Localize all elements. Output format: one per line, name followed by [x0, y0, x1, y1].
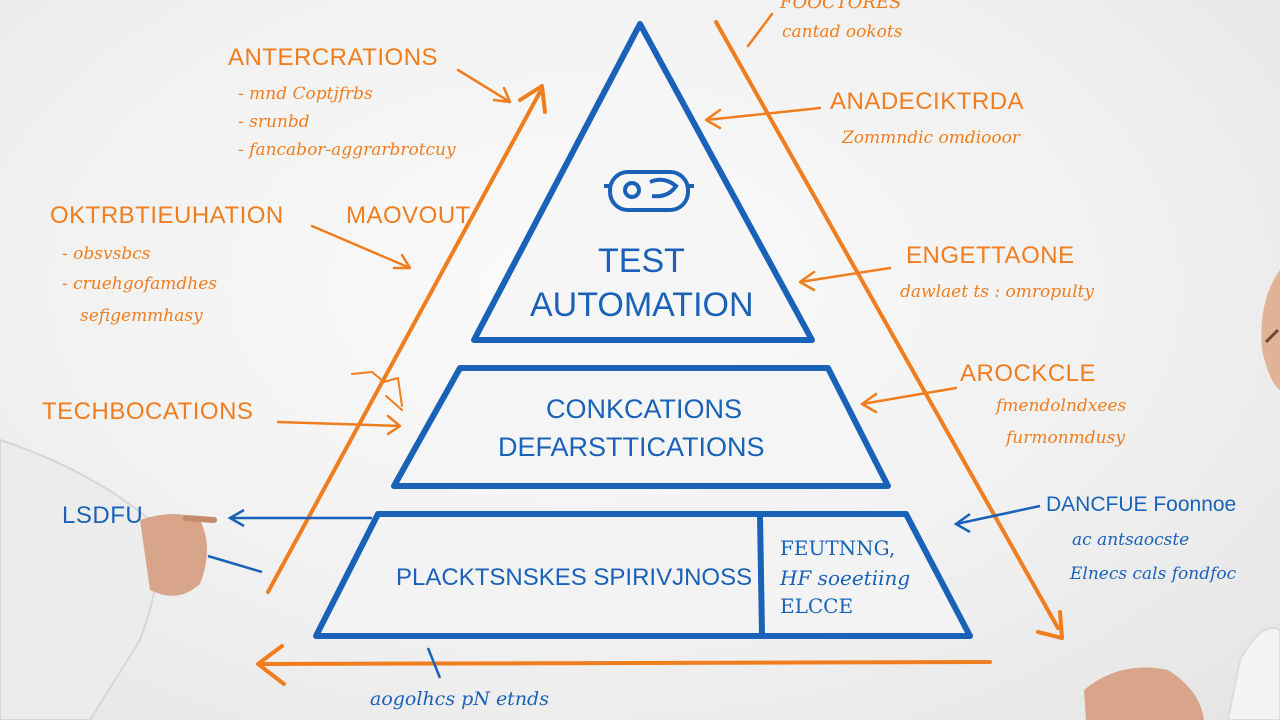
arrow-oktrbtieuhation [310, 224, 412, 270]
note-bottom: aogolhcs pN etnds [370, 688, 549, 710]
pyramid-bottom-tier [313, 511, 973, 639]
arrow-foooctores [746, 12, 774, 48]
arrow-arockcle [860, 386, 958, 414]
bottom-left-arrowhead [256, 644, 286, 686]
tier-bottom-left-label: PLACKTSNSKES SPIRIVJNOSS [396, 564, 753, 591]
tier-top-line1: TEST [598, 242, 685, 280]
right-falling-arrowhead [1036, 610, 1064, 640]
bottom-left-arrow [260, 660, 992, 666]
scribble-mark [351, 371, 403, 411]
robot-head-icon [604, 170, 694, 212]
note-anadeciktrda-heading: ANADECIKTRDA [830, 88, 1025, 115]
arrow-lsdfu [227, 508, 372, 528]
arrow-antercrations [456, 68, 512, 104]
tier-top-line2: AUTOMATION [530, 286, 754, 324]
pyramid-bottom-divider [757, 515, 765, 635]
note-dancfue-item: Elnecs cals fondfoc [1070, 564, 1237, 584]
note-antercrations-heading: ANTERCRATIONS [228, 44, 439, 71]
note-antercrations-item: - srunbd [238, 112, 310, 132]
right-falling-arrow [714, 20, 1060, 630]
tier-bottom-right-line1: FEUTNNG, [780, 536, 896, 560]
person-right [1084, 270, 1280, 720]
arrow-bottom-note [426, 647, 442, 679]
pyramid-top-tier [471, 21, 815, 343]
pyramid-middle-tier [391, 365, 891, 489]
note-oktrbtieuhation-item: - obsvsbcs [62, 244, 151, 264]
note-anadeciktrda-item: Zommndic omdiooor [842, 128, 1020, 148]
note-antercrations-item: - mnd Coptjfrbs [238, 84, 373, 104]
note-arockcle-item: fmendolndxees [996, 396, 1127, 416]
note-lsdfu-heading: LSDFU [62, 502, 144, 529]
left-rising-arrow [266, 90, 542, 594]
note-dancfue-item: ac antsaocste [1072, 530, 1190, 550]
person-left-arm [0, 438, 217, 720]
arrow-engettaone [798, 266, 892, 292]
arrow-dancfue [953, 504, 1041, 534]
note-engettaone-item: dawlaet ts : omropulty [900, 282, 1094, 302]
note-oktrbtieuhation-item: - cruehgofamdhes [62, 274, 218, 294]
note-foooctores-item: cantad ookots [782, 22, 903, 42]
note-antercrations-item: - fancabor-aggrarbrotcuy [238, 140, 456, 160]
note-arockcle-heading: AROCKCLE [960, 360, 1097, 387]
center-label-maovout: MAOVOUT [346, 202, 471, 229]
note-oktrbtieuhation-heading: OKTRBTIEUHATION [50, 202, 284, 229]
note-engettaone-heading: ENGETTAONE [906, 242, 1075, 269]
tier-bottom-right-line3: ELCCE [780, 594, 854, 618]
note-dancfue-heading: DANCFUE Foonnoe [1046, 493, 1237, 516]
marker-line [207, 554, 263, 574]
note-oktrbtieuhation-item: sefigemmhasy [80, 306, 203, 326]
arrow-techbocations [276, 414, 402, 436]
note-arockcle-item: furmonmdusy [1006, 428, 1125, 448]
arrow-anadeciktrda [704, 106, 822, 130]
tier-middle-line1: CONKCATIONS [546, 394, 743, 424]
note-foooctores-heading: FOOCTORES [780, 0, 902, 13]
tier-middle-line2: DEFARSTTICATIONS [498, 432, 765, 462]
note-techbocations-heading: TECHBOCATIONS [42, 398, 254, 425]
tier-bottom-right-line2: HF soeetiing [780, 566, 911, 590]
left-rising-arrowhead [518, 84, 547, 114]
